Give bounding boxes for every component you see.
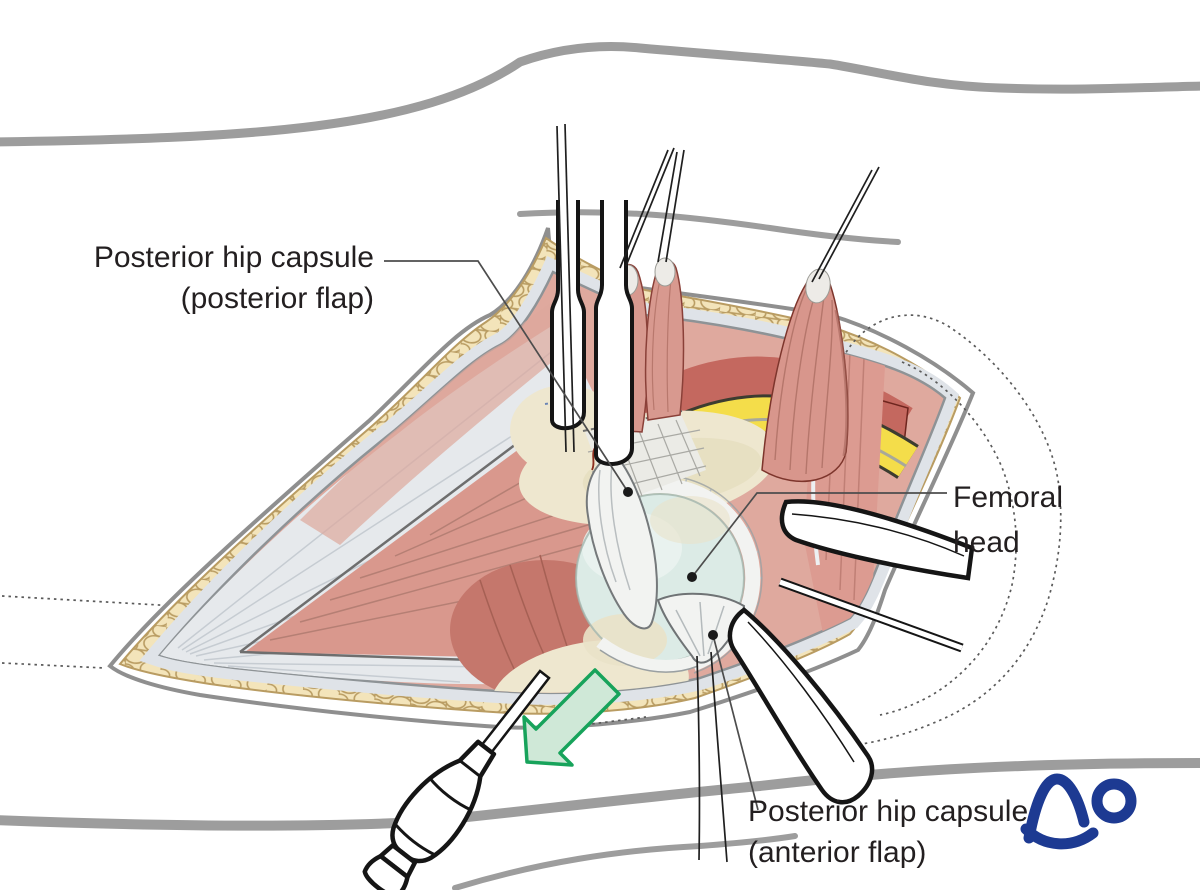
label-femoral-head: Femoral head: [953, 475, 1063, 565]
femur-dotted-outline: [842, 314, 1062, 745]
double-retractor-blade-right: [594, 200, 634, 467]
label-line: (posterior flap): [180, 282, 374, 316]
ao-logo-letter-o: [1091, 778, 1137, 824]
capsule-lower-band: [596, 637, 699, 672]
label-posterior-hip-capsule-anterior-flap: Posterior hip capsule (anterior flap): [748, 791, 1028, 874]
label-line: head: [953, 526, 1020, 559]
gluteus-medius-edge: [300, 300, 585, 545]
direction-arrow: [522, 668, 621, 767]
instrument-handle: [362, 739, 497, 890]
retractor-blade-lower-right: [727, 607, 875, 805]
ao-logo-letter-a-bar: [1020, 823, 1099, 850]
ao-logo-letter-a: [1023, 773, 1090, 844]
piriformis-stump: [761, 274, 849, 483]
stay-sutures: [556, 123, 880, 863]
leader-dot-femoral-head: [687, 572, 697, 582]
wound-opening: [107, 227, 976, 730]
surgical-instrument: [362, 669, 551, 890]
label-line: Femoral: [953, 481, 1064, 514]
leader-dot-anterior-flap: [708, 630, 718, 640]
label-line: (anterior flap): [748, 836, 927, 870]
leader-lines: [384, 260, 947, 811]
leader-dot-posterior-flap: [623, 487, 633, 497]
tendon-tip: [654, 257, 676, 287]
ao-logo: [1020, 773, 1137, 850]
retractor-blade-upper-right: [779, 499, 975, 581]
retractors: [550, 200, 975, 805]
skin-contour-lines: [0, 42, 1200, 890]
label-line: Posterior hip capsule: [748, 795, 1029, 828]
tendon-tip: [805, 268, 831, 304]
label-posterior-hip-capsule-posterior-flap: Posterior hip capsule (posterior flap): [0, 237, 374, 320]
label-line: Posterior hip capsule: [93, 241, 374, 274]
